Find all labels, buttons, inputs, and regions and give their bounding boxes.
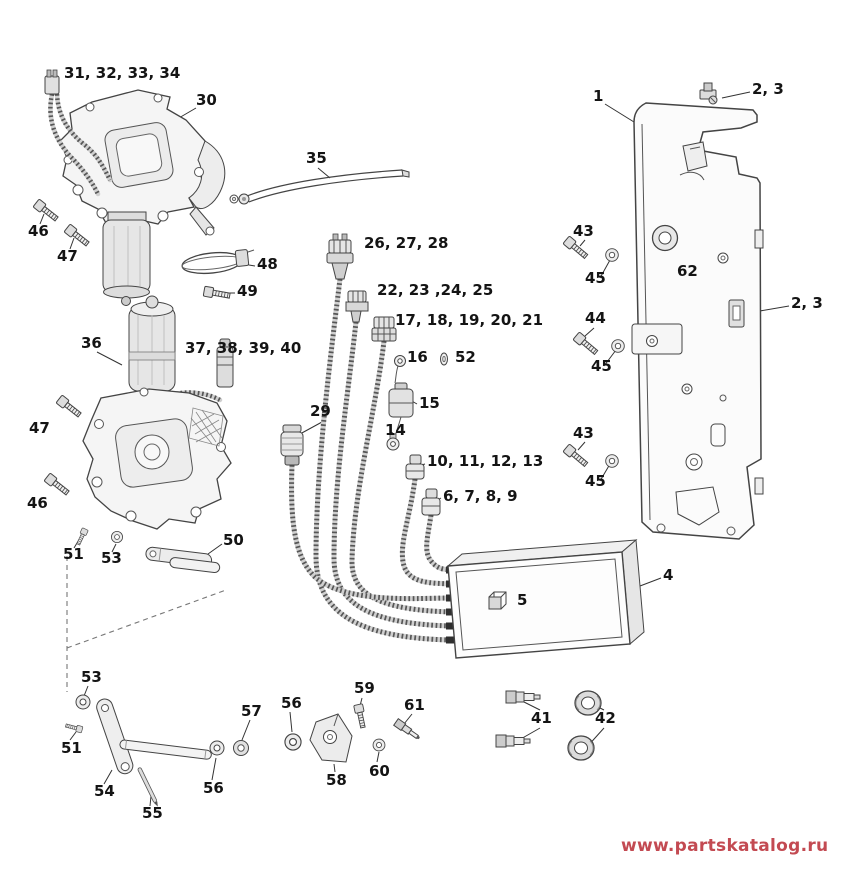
washer-56-right: [284, 733, 302, 751]
bolt-43-top: [562, 235, 590, 261]
sensor-37-38-39-40: [216, 338, 234, 388]
dashed-guide-lines: [66, 556, 227, 692]
ring-terminal-16: [394, 355, 406, 384]
washer-53-top: [111, 531, 123, 543]
fitting-41-a: [505, 690, 541, 704]
junction-box: [446, 538, 645, 659]
spacer-block-5: [488, 591, 507, 610]
connector-17-18-19-20-21: [371, 316, 397, 342]
connector-29: [280, 424, 304, 466]
plate-bracket: [631, 323, 683, 355]
plate-clip-top-2-3: [699, 82, 718, 105]
mounting-plate: [631, 82, 764, 540]
motor-assembly-30: [59, 89, 226, 306]
washer-45-bottom: [605, 454, 619, 468]
bracket-58: [309, 713, 353, 763]
fuse-holder-15: [388, 382, 414, 437]
harness-wire: [352, 341, 451, 612]
harness-wire: [334, 322, 451, 626]
bolt-47-top: [63, 223, 92, 249]
screw-51-bottom: [64, 722, 84, 734]
grommet-42-a: [574, 690, 602, 716]
washer-56-left: [209, 740, 225, 756]
bolt-49: [202, 285, 232, 302]
washer-60: [372, 738, 386, 752]
mesh-patch: [188, 407, 224, 447]
harness-wire-braid: [352, 341, 451, 612]
bolt-47-bottom: [55, 394, 84, 420]
connector-26-27-28: [326, 233, 354, 280]
pin-50: [145, 546, 221, 573]
connector-6-7-8-9: [421, 488, 441, 516]
washer-45-top: [605, 248, 619, 262]
bolt-46-bottom: [43, 472, 72, 498]
grommet-62: [651, 224, 679, 252]
ring-terminal-14: [386, 433, 400, 451]
bolt-59: [353, 703, 368, 729]
rod: [119, 739, 212, 760]
lever-54: [96, 698, 134, 775]
bolt-43-bottom: [562, 443, 590, 469]
clip-52: [440, 352, 448, 366]
nut-57: [233, 740, 249, 756]
motor-lead-connector-31-34: [44, 69, 110, 194]
plate-latch: [679, 141, 708, 181]
motor-cylinder: [102, 211, 151, 306]
hose-clamp-48: [181, 249, 255, 275]
screw-51-top: [74, 527, 89, 547]
link-rod-35: [229, 169, 410, 205]
watermark: www.partskatalog.ru: [621, 836, 829, 856]
connector-22-23-24-25: [345, 290, 369, 323]
motor-assembly-36: [82, 295, 232, 530]
pin-55: [137, 767, 158, 807]
grommet-42-b: [567, 735, 595, 761]
washer-45-mid: [611, 339, 625, 353]
plate-clip-mid-2-3: [728, 299, 745, 328]
connector-10-11-12-13: [405, 454, 425, 480]
motor-cylinder-36: [128, 295, 176, 392]
bolt-46-top: [32, 198, 61, 224]
washer-53-bottom: [75, 694, 91, 710]
fitting-61: [393, 718, 420, 740]
